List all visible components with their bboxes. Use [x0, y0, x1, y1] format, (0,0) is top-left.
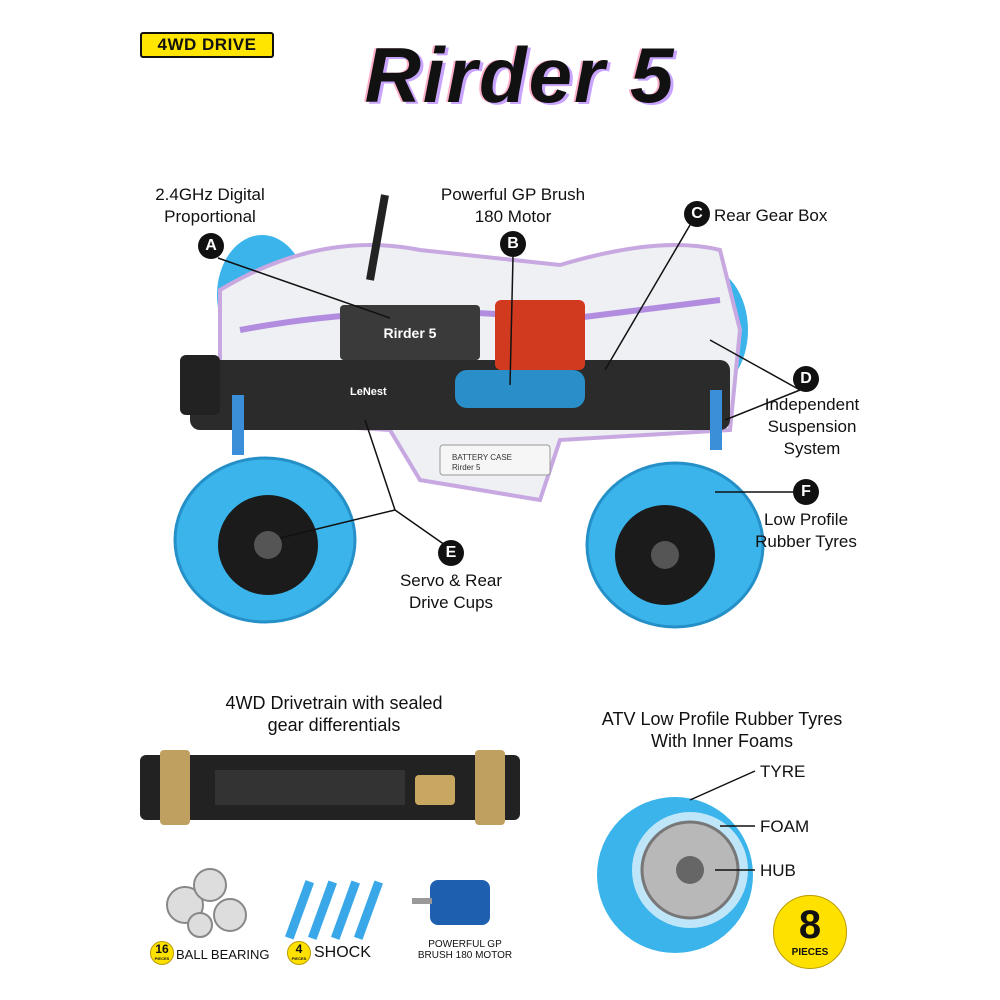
brand-label: LeNest	[350, 386, 387, 398]
drivetrain-chassis-image	[140, 750, 520, 825]
ball-bearing-image	[166, 868, 247, 938]
callout-c-text: Rear Gear Box	[714, 206, 828, 225]
receiver-label: Rirder 5	[384, 325, 437, 341]
hub-label: HUB	[760, 861, 796, 880]
pieces-count-badge: 8 PIECES	[773, 895, 847, 969]
shock-count-badge: 4 PIECES	[287, 941, 311, 965]
bearing-count-badge: 16 PIECES	[150, 941, 174, 965]
product-title: Rirder 5	[364, 31, 676, 119]
callout-a-marker: A	[198, 233, 224, 259]
tyre-label: TYRE	[760, 762, 806, 781]
motor-mount	[495, 300, 585, 370]
4wd-drive-badge: 4WD DRIVE	[140, 32, 274, 58]
foam-label: FOAM	[760, 817, 810, 836]
callout-e-marker: E	[438, 540, 464, 566]
callout-b-marker: B	[500, 231, 526, 257]
ball-bearing-label: BALL BEARING	[176, 947, 270, 962]
callout-c-marker: C	[684, 201, 710, 227]
motor-image	[412, 880, 490, 925]
battery-label: BATTERY CASE	[452, 453, 512, 462]
shock-label: SHOCK	[314, 944, 371, 961]
battery-model-label: Rirder 5	[452, 463, 481, 472]
motor	[455, 370, 585, 408]
callout-f-marker: F	[793, 479, 819, 505]
shock-image	[285, 880, 383, 940]
tyre-cutaway-image	[597, 770, 756, 953]
receiver-box	[340, 305, 480, 360]
callout-d-marker: D	[793, 366, 819, 392]
